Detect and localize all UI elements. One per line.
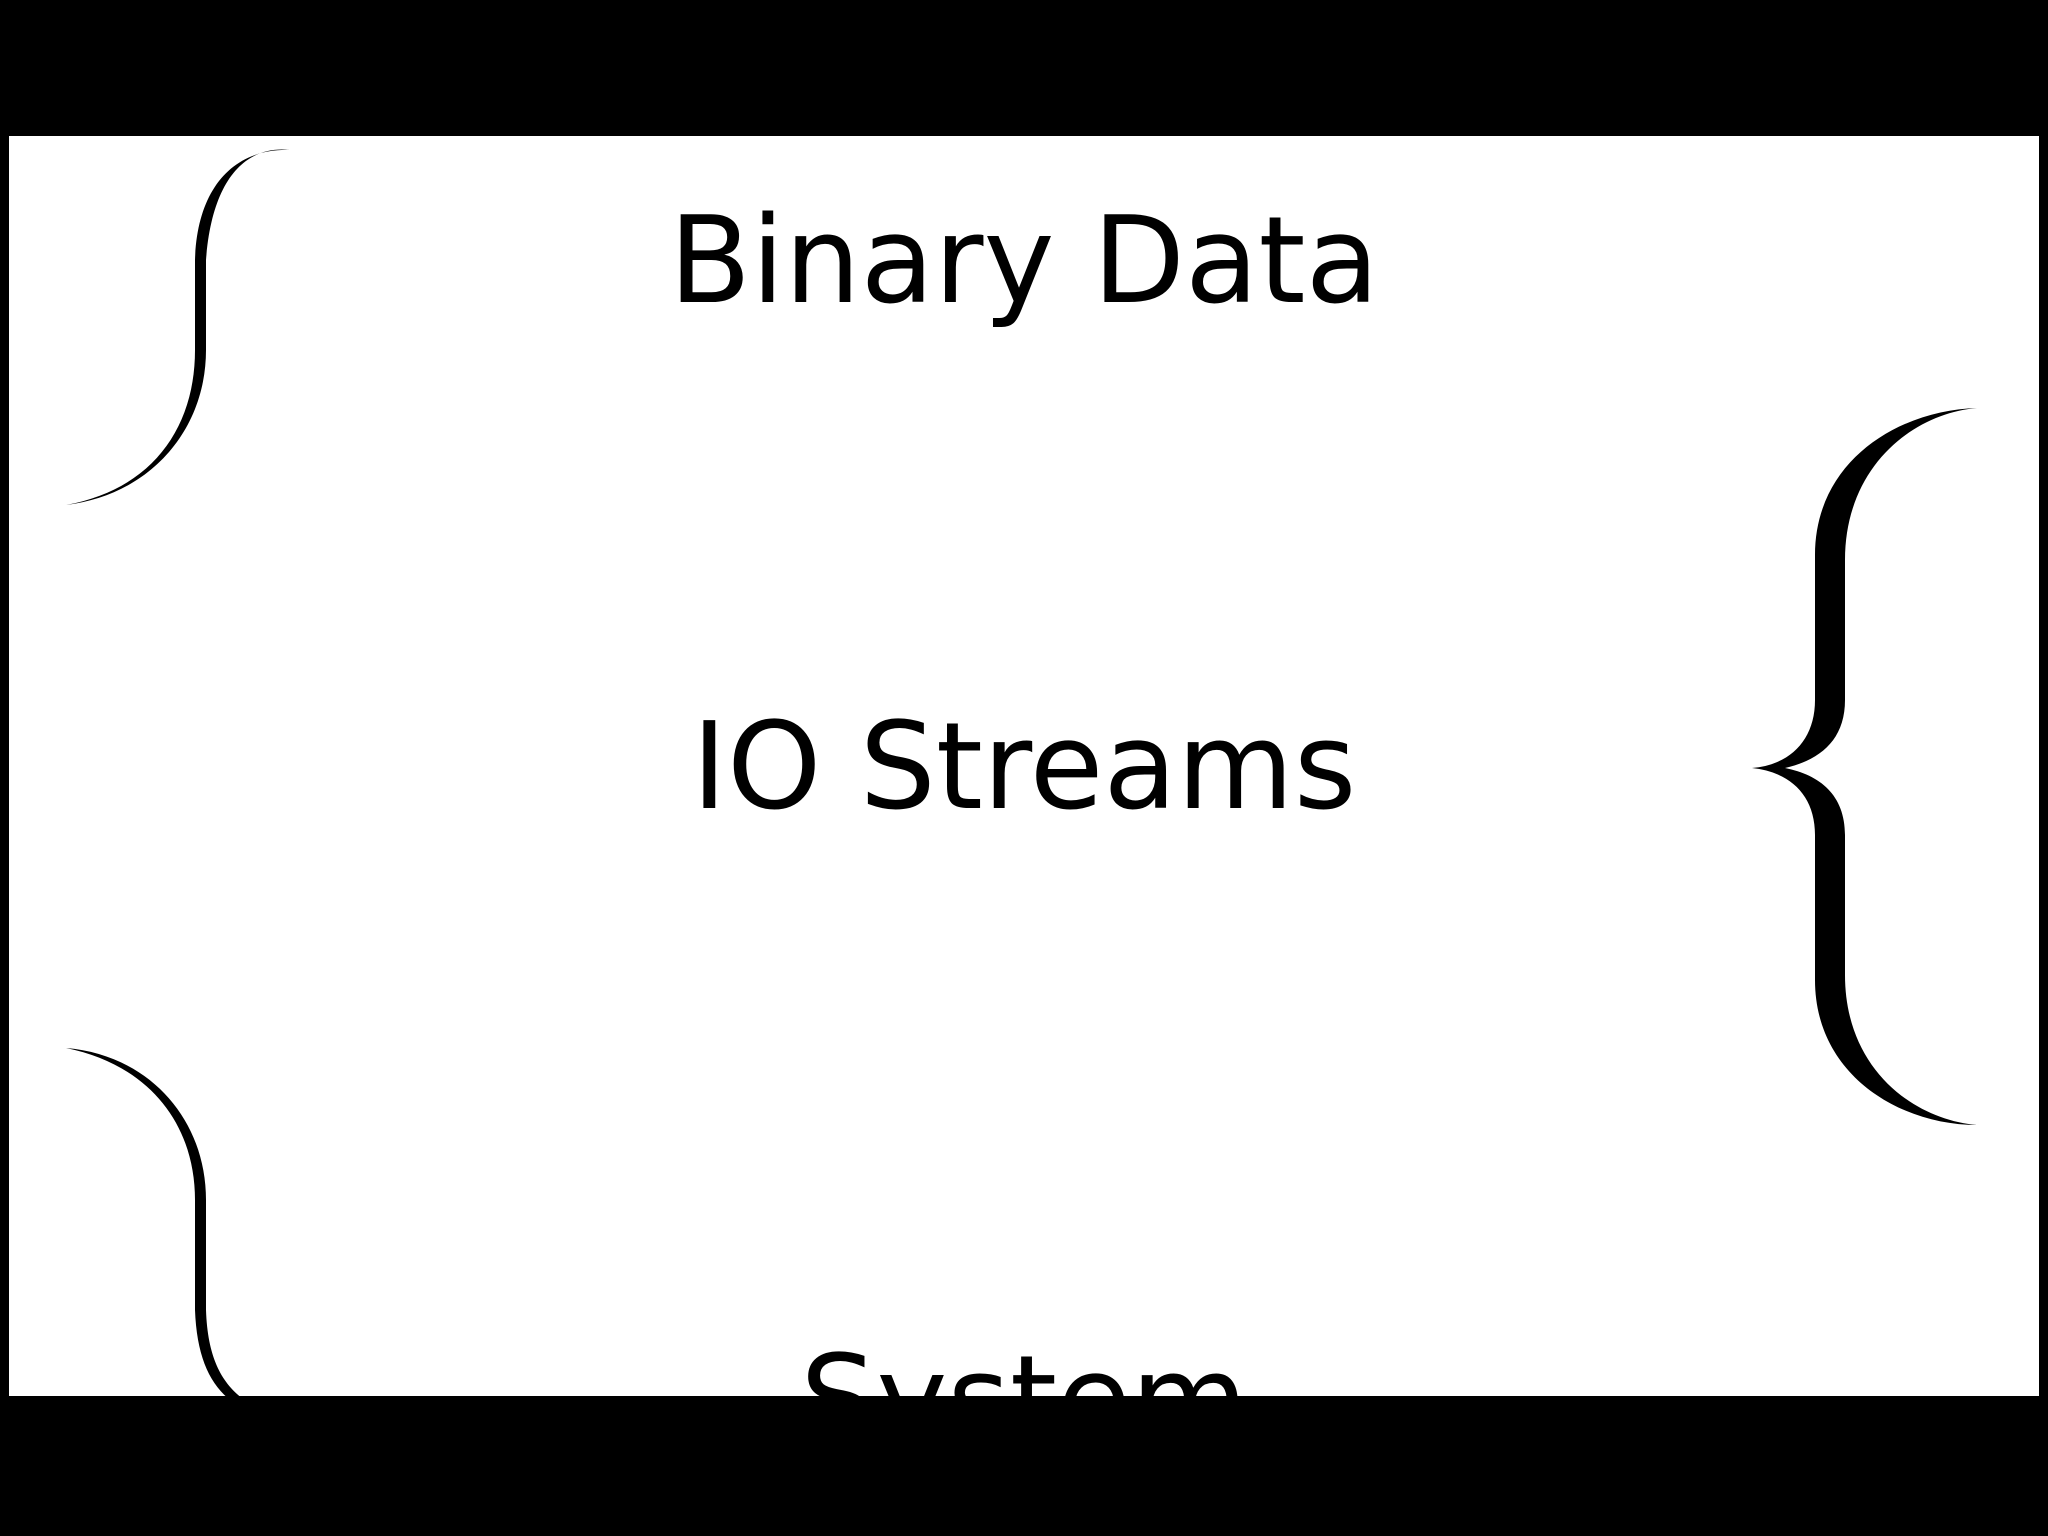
diagram-canvas: Binary Data IO Streams System [9,136,2039,1396]
lower-left-brace [66,1048,262,1410]
system-label: System [9,1341,2039,1397]
right-brace [1752,408,1977,1125]
right-border [2039,0,2048,1536]
left-border [0,0,9,1536]
top-letterbox-bar [0,0,2048,136]
io-streams-label: IO Streams [691,698,1357,837]
binary-data-label: Binary Data [668,192,1380,331]
upper-left-brace [66,149,290,505]
bottom-letterbox-bar [0,1396,2048,1536]
